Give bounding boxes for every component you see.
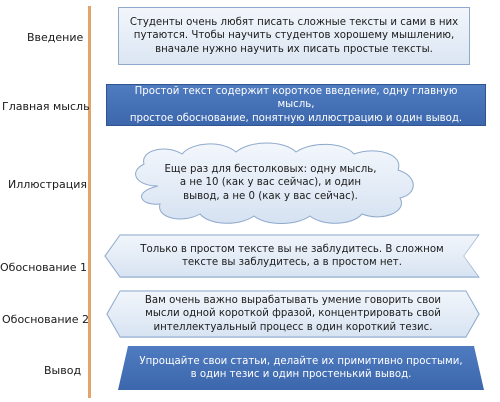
- justification-1-outline: [104, 234, 480, 278]
- row-label-main-idea: Главная мысль: [2, 100, 90, 113]
- illustration-cloud: Еще раз для бестолковых: одну мысль, а н…: [118, 142, 423, 224]
- row-label-justification-2: Обоснование 2: [2, 313, 89, 326]
- justification-2-text: Вам очень важно вырабатывать умение гово…: [144, 294, 442, 333]
- justification-1-text: Только в простом тексте вы не заблудитес…: [140, 243, 444, 268]
- illustration-text: Еще раз для бестолковых: одну мысль, а н…: [164, 163, 377, 202]
- introduction-text: Студенты очень любят писать сложные текс…: [129, 16, 459, 55]
- justification-2-outline: [106, 290, 480, 338]
- justification-2-box: Вам очень важно вырабатывать умение гово…: [106, 290, 480, 338]
- introduction-box: Студенты очень любят писать сложные текс…: [118, 7, 470, 65]
- vertical-divider: [88, 6, 91, 398]
- conclusion-text: Упрощайте свои статьи, делайте их примит…: [139, 355, 463, 380]
- main-idea-box: Простой текст содержит короткое введение…: [106, 84, 486, 126]
- cloud-shape: [135, 142, 414, 224]
- conclusion-box: Упрощайте свои статьи, делайте их примит…: [118, 346, 484, 390]
- main-idea-text: Простой текст содержит короткое введение…: [129, 85, 463, 124]
- row-label-conclusion: Вывод: [44, 364, 82, 377]
- row-label-illustration: Иллюстрация: [8, 178, 87, 191]
- row-label-justification-1: Обоснование 1: [0, 261, 87, 274]
- illustration-text-wrap: Еще раз для бестолковых: одну мысль, а н…: [158, 156, 383, 210]
- justification-1-box: Только в простом тексте вы не заблудитес…: [104, 234, 480, 278]
- row-label-introduction: Введение: [27, 31, 84, 44]
